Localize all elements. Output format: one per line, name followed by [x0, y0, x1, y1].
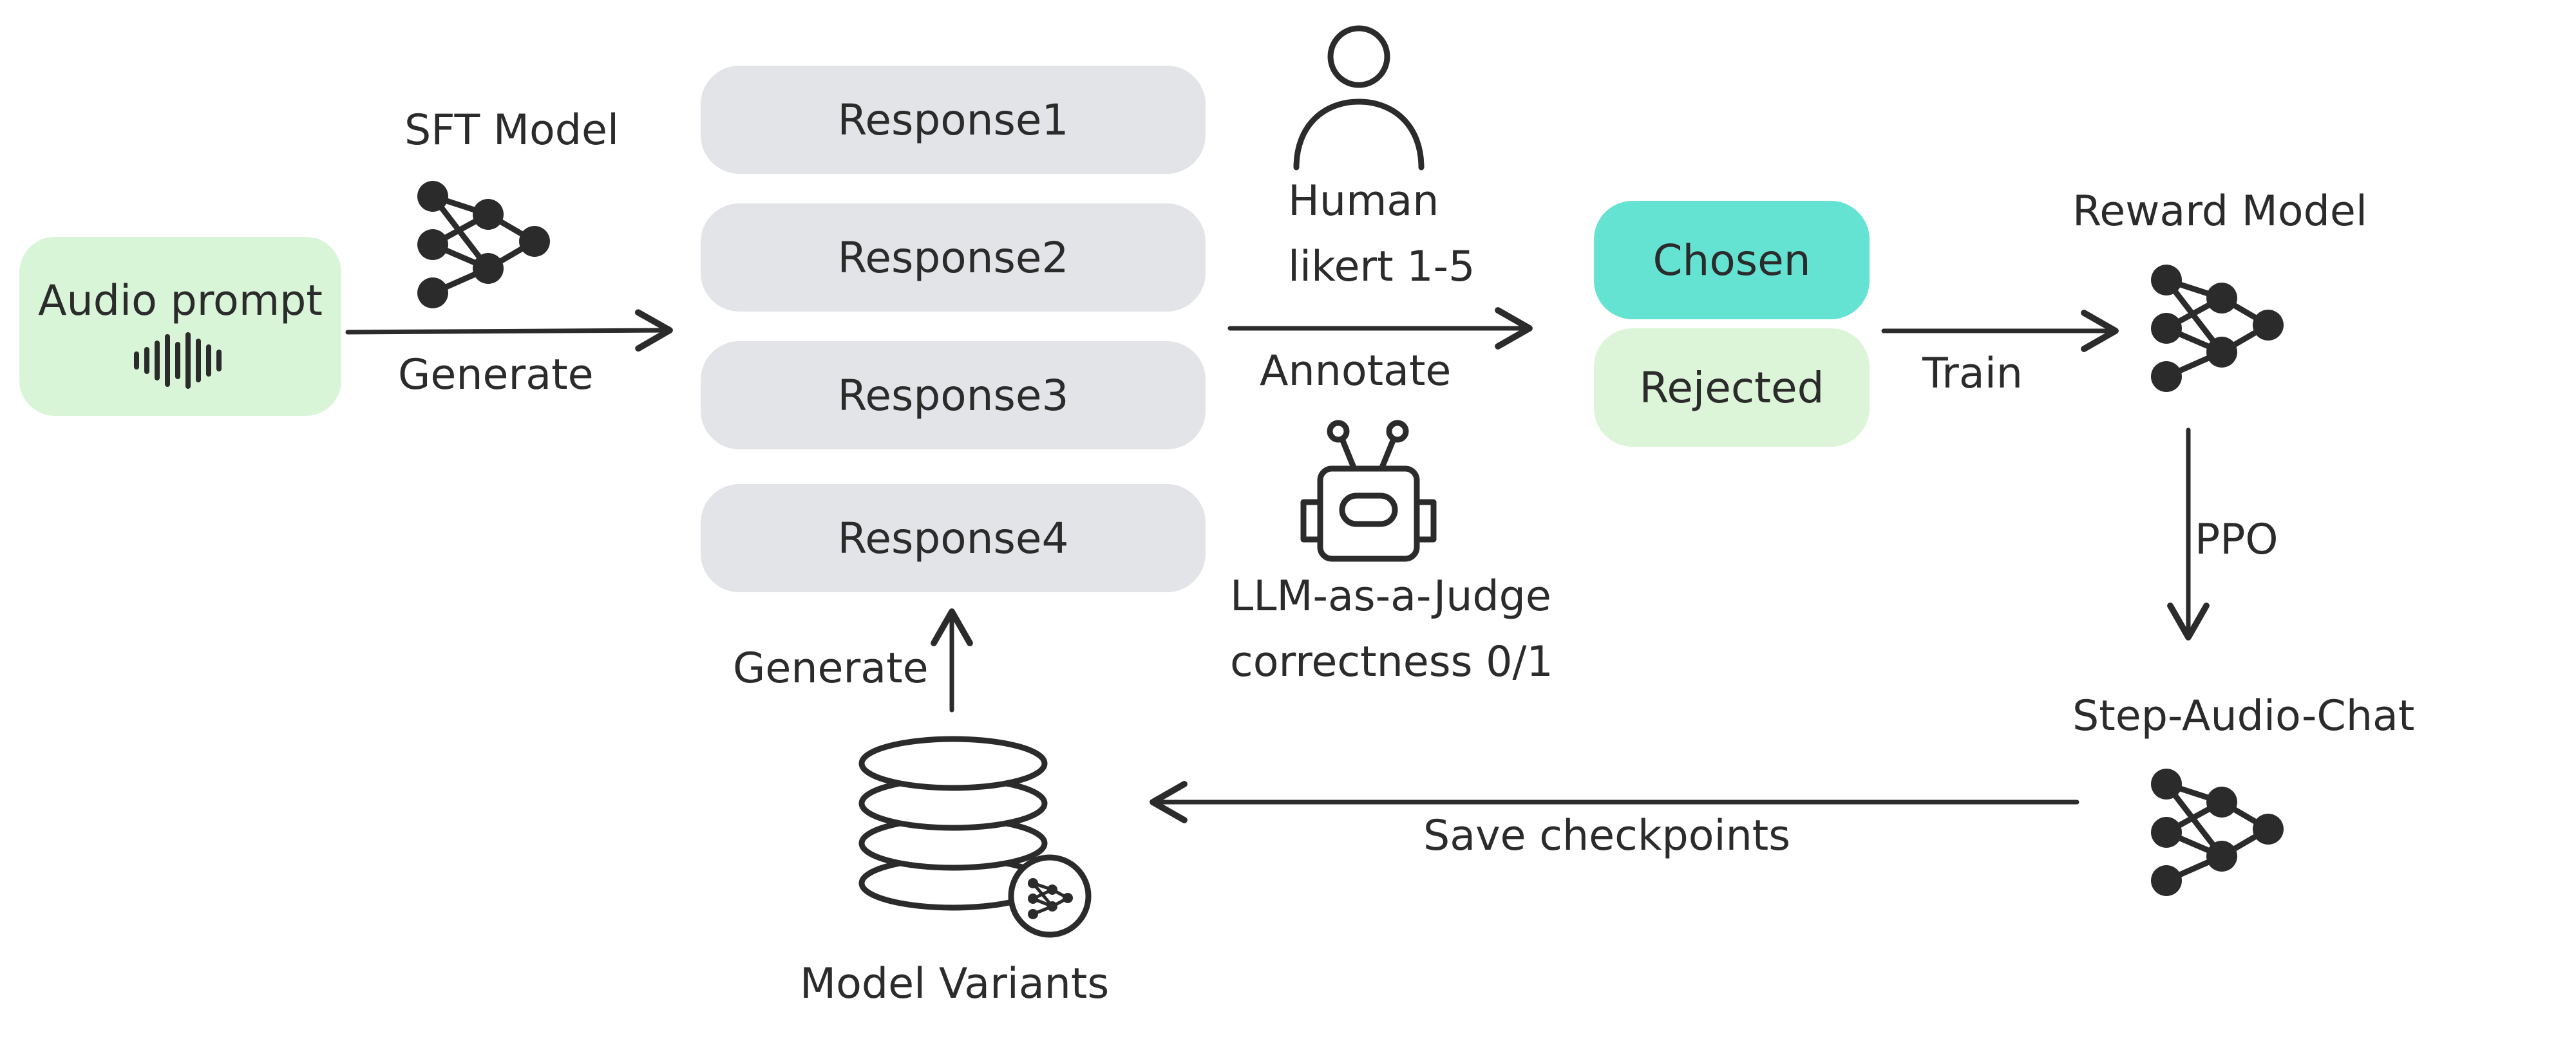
step-audio-chat-label: Step-Audio-Chat — [2072, 692, 2415, 740]
reward-model-network-icon — [2151, 265, 2284, 392]
response-label: Response3 — [837, 370, 1069, 420]
response-label: Response1 — [837, 95, 1069, 145]
person-icon — [1293, 25, 1425, 171]
edge-label-save-checkpoints: Save checkpoints — [1423, 812, 1791, 860]
chosen-label: Chosen — [1653, 235, 1811, 285]
edge-label-ppo: PPO — [2195, 516, 2278, 564]
edge-label-generate-top: Generate — [398, 351, 594, 399]
model-variants-label: Model Variants — [800, 960, 1110, 1008]
sft-model-network-icon — [417, 181, 550, 308]
response-box: Response2 — [701, 203, 1206, 312]
human-label: Human — [1288, 177, 1439, 225]
human-likert-label: likert 1-5 — [1288, 243, 1475, 291]
llm-judge-correctness-label: correctness 0/1 — [1230, 638, 1553, 686]
step-audio-chat-network-icon — [2151, 769, 2284, 896]
rejected-box: Rejected — [1594, 328, 1870, 447]
rejected-label: Rejected — [1639, 362, 1824, 413]
chosen-box: Chosen — [1594, 201, 1870, 319]
response-label: Response2 — [837, 232, 1069, 283]
audio-waveform-icon — [134, 332, 222, 389]
llm-judge-label: LLM-as-a-Judge — [1230, 572, 1551, 621]
edge-label-annotate: Annotate — [1260, 347, 1452, 395]
database-stack-icon — [858, 736, 1092, 938]
reward-model-label: Reward Model — [2072, 187, 2367, 236]
edge-label-train: Train — [1922, 350, 2023, 398]
audio-prompt-node: Audio prompt — [19, 237, 341, 416]
edge-label-generate-bottom: Generate — [733, 644, 929, 693]
response-box: Response3 — [701, 341, 1206, 449]
response-box: Response1 — [701, 66, 1206, 174]
response-box: Response4 — [701, 484, 1206, 592]
audio-prompt-label: Audio prompt — [38, 277, 323, 325]
response-label: Response4 — [837, 513, 1069, 563]
arrow-generate-top — [345, 309, 673, 352]
sft-model-label: SFT Model — [404, 106, 620, 154]
robot-icon — [1300, 420, 1437, 562]
